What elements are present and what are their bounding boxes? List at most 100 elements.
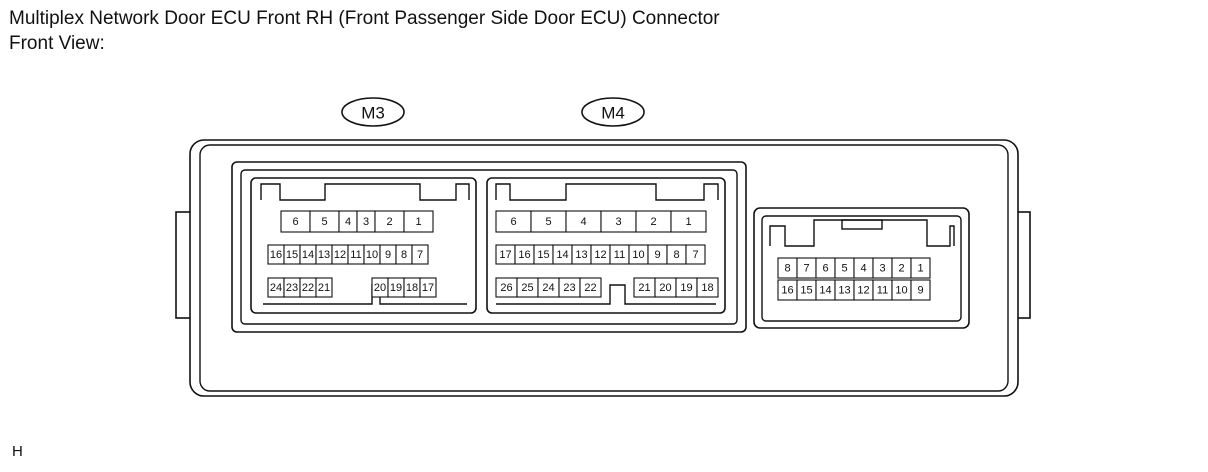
- pin-number: 7: [692, 249, 698, 261]
- pin-cell: 2: [374, 210, 405, 233]
- pin-cell: 7: [411, 244, 429, 265]
- pin-number: 14: [556, 249, 568, 261]
- badge-outline: [341, 97, 405, 127]
- pin-number: 11: [350, 249, 361, 261]
- pin-number: 19: [390, 282, 402, 294]
- pin-cell: 9: [910, 279, 931, 301]
- pin-cell: 20: [371, 277, 389, 298]
- pin-number: 12: [594, 249, 606, 261]
- pin-number: 11: [614, 249, 625, 261]
- pin-cell: 20: [654, 277, 677, 298]
- pin-cell: 19: [387, 277, 405, 298]
- connector-code: M4: [601, 104, 625, 123]
- pin-cell: 11: [872, 279, 893, 301]
- pin-cell: 8: [395, 244, 413, 265]
- pin-number: 2: [650, 216, 656, 228]
- pin-number: 9: [385, 249, 391, 261]
- pin-cell: 7: [796, 257, 817, 279]
- pin-cell: 13: [571, 244, 592, 265]
- pin-number: 5: [841, 263, 847, 275]
- pin-cell: 1: [910, 257, 931, 279]
- pin-cell: 6: [815, 257, 836, 279]
- right-connector-body: [761, 215, 962, 322]
- pin-cell: 4: [565, 210, 602, 233]
- pin-cell: 18: [403, 277, 421, 298]
- pin-cell: 13: [315, 244, 333, 265]
- pin-number: 15: [286, 249, 298, 261]
- pin-number: 13: [575, 249, 587, 261]
- pin-number: 24: [542, 282, 554, 294]
- pin-number: 8: [673, 249, 679, 261]
- pin-cell: 10: [891, 279, 912, 301]
- pin-cell: 8: [777, 257, 798, 279]
- pin-number: 12: [857, 285, 869, 297]
- m3-m4-shell-inner: [240, 169, 738, 325]
- pin-number: 25: [521, 282, 533, 294]
- pin-number: 12: [334, 249, 346, 261]
- pin-cell: 1: [403, 210, 434, 233]
- pin-box: [696, 277, 719, 298]
- pin-number: 10: [895, 285, 907, 297]
- badge-outline: [581, 97, 645, 127]
- pin-cell: 23: [558, 277, 581, 298]
- pin-box: [579, 277, 602, 298]
- pin-cell: 15: [283, 244, 301, 265]
- pin-cell: 24: [267, 277, 285, 298]
- m4-bottom-key: [496, 284, 716, 305]
- pin-number: 21: [318, 282, 330, 294]
- pin-number: 14: [302, 249, 314, 261]
- pin-cell: 12: [590, 244, 611, 265]
- housing-inner: [199, 144, 1009, 392]
- pin-cell: 10: [363, 244, 381, 265]
- pin-number: 5: [545, 216, 551, 228]
- pin-number: 1: [685, 216, 691, 228]
- right-connector-latch: [841, 219, 883, 230]
- pin-cell: 17: [419, 277, 437, 298]
- pin-cell: 21: [633, 277, 656, 298]
- pin-cell: 8: [666, 244, 687, 265]
- pin-number: 1: [415, 216, 421, 228]
- pin-cell: 2: [891, 257, 912, 279]
- pin-number: 9: [917, 285, 923, 297]
- pin-number: 8: [784, 263, 790, 275]
- pin-box: [403, 210, 434, 233]
- pin-box: [685, 244, 706, 265]
- pin-cell: 6: [495, 210, 532, 233]
- pin-cell: 5: [309, 210, 340, 233]
- pin-number: 22: [302, 282, 314, 294]
- pin-cell: 13: [834, 279, 855, 301]
- pin-box: [910, 257, 931, 279]
- pin-number: 5: [321, 216, 327, 228]
- pin-cell: 3: [600, 210, 637, 233]
- figure-code: H: [12, 443, 23, 460]
- pin-number: 10: [366, 249, 378, 261]
- pin-number: 13: [318, 249, 330, 261]
- pin-cell: 26: [495, 277, 518, 298]
- pin-number: 21: [638, 282, 650, 294]
- pin-number: 3: [363, 216, 369, 228]
- pin-number: 6: [510, 216, 516, 228]
- pin-cell: 18: [696, 277, 719, 298]
- pin-cell: 19: [675, 277, 698, 298]
- pin-cell: 1: [670, 210, 707, 233]
- pin-cell: 3: [872, 257, 893, 279]
- pin-cell: 16: [267, 244, 285, 265]
- pin-cell: 22: [579, 277, 602, 298]
- pin-box: [910, 279, 931, 301]
- pin-cell: 2: [635, 210, 672, 233]
- pin-cell: 16: [777, 279, 798, 301]
- pin-number: 26: [500, 282, 512, 294]
- pin-cell: 21: [315, 277, 333, 298]
- pin-cell: 23: [283, 277, 301, 298]
- pin-cell: 24: [537, 277, 560, 298]
- pin-number: 15: [800, 285, 812, 297]
- pin-number: 4: [860, 263, 866, 275]
- pin-box: [315, 277, 333, 298]
- view-label: Front View:: [9, 33, 105, 54]
- pin-number: 23: [286, 282, 298, 294]
- pin-cell: 12: [853, 279, 874, 301]
- pin-cell: 12: [331, 244, 349, 265]
- pin-cell: 6: [280, 210, 311, 233]
- pin-number: 24: [270, 282, 282, 294]
